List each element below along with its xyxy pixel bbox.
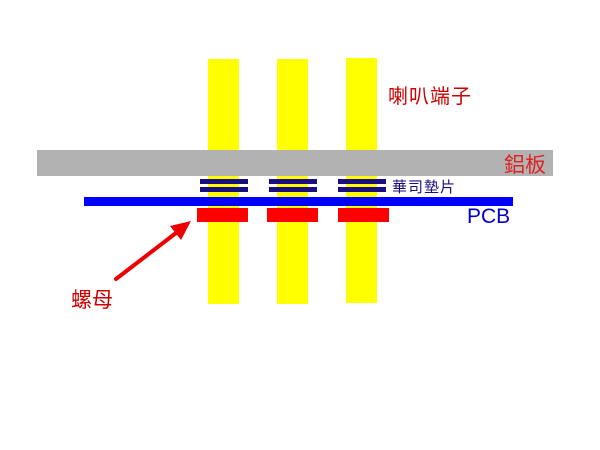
- washer-label: 華司墊片: [392, 178, 457, 196]
- washer-1-bottom: [200, 187, 248, 192]
- pcb-board: [84, 197, 513, 206]
- aluminum-plate: [37, 150, 553, 176]
- pcb-label: PCB: [467, 205, 511, 228]
- washer-2-bottom: [269, 187, 317, 192]
- nut-1: [197, 208, 248, 222]
- aluminum-plate-label: 鋁板: [504, 153, 546, 177]
- nut-3: [338, 208, 389, 222]
- speaker-terminal-label: 喇叭端子: [388, 84, 472, 108]
- washer-2-top: [269, 179, 317, 184]
- washer-3-bottom: [338, 187, 386, 192]
- nut-2: [267, 208, 318, 222]
- washer-1-top: [200, 179, 248, 184]
- nut-label: 螺母: [71, 288, 113, 312]
- washer-3-top: [338, 179, 386, 184]
